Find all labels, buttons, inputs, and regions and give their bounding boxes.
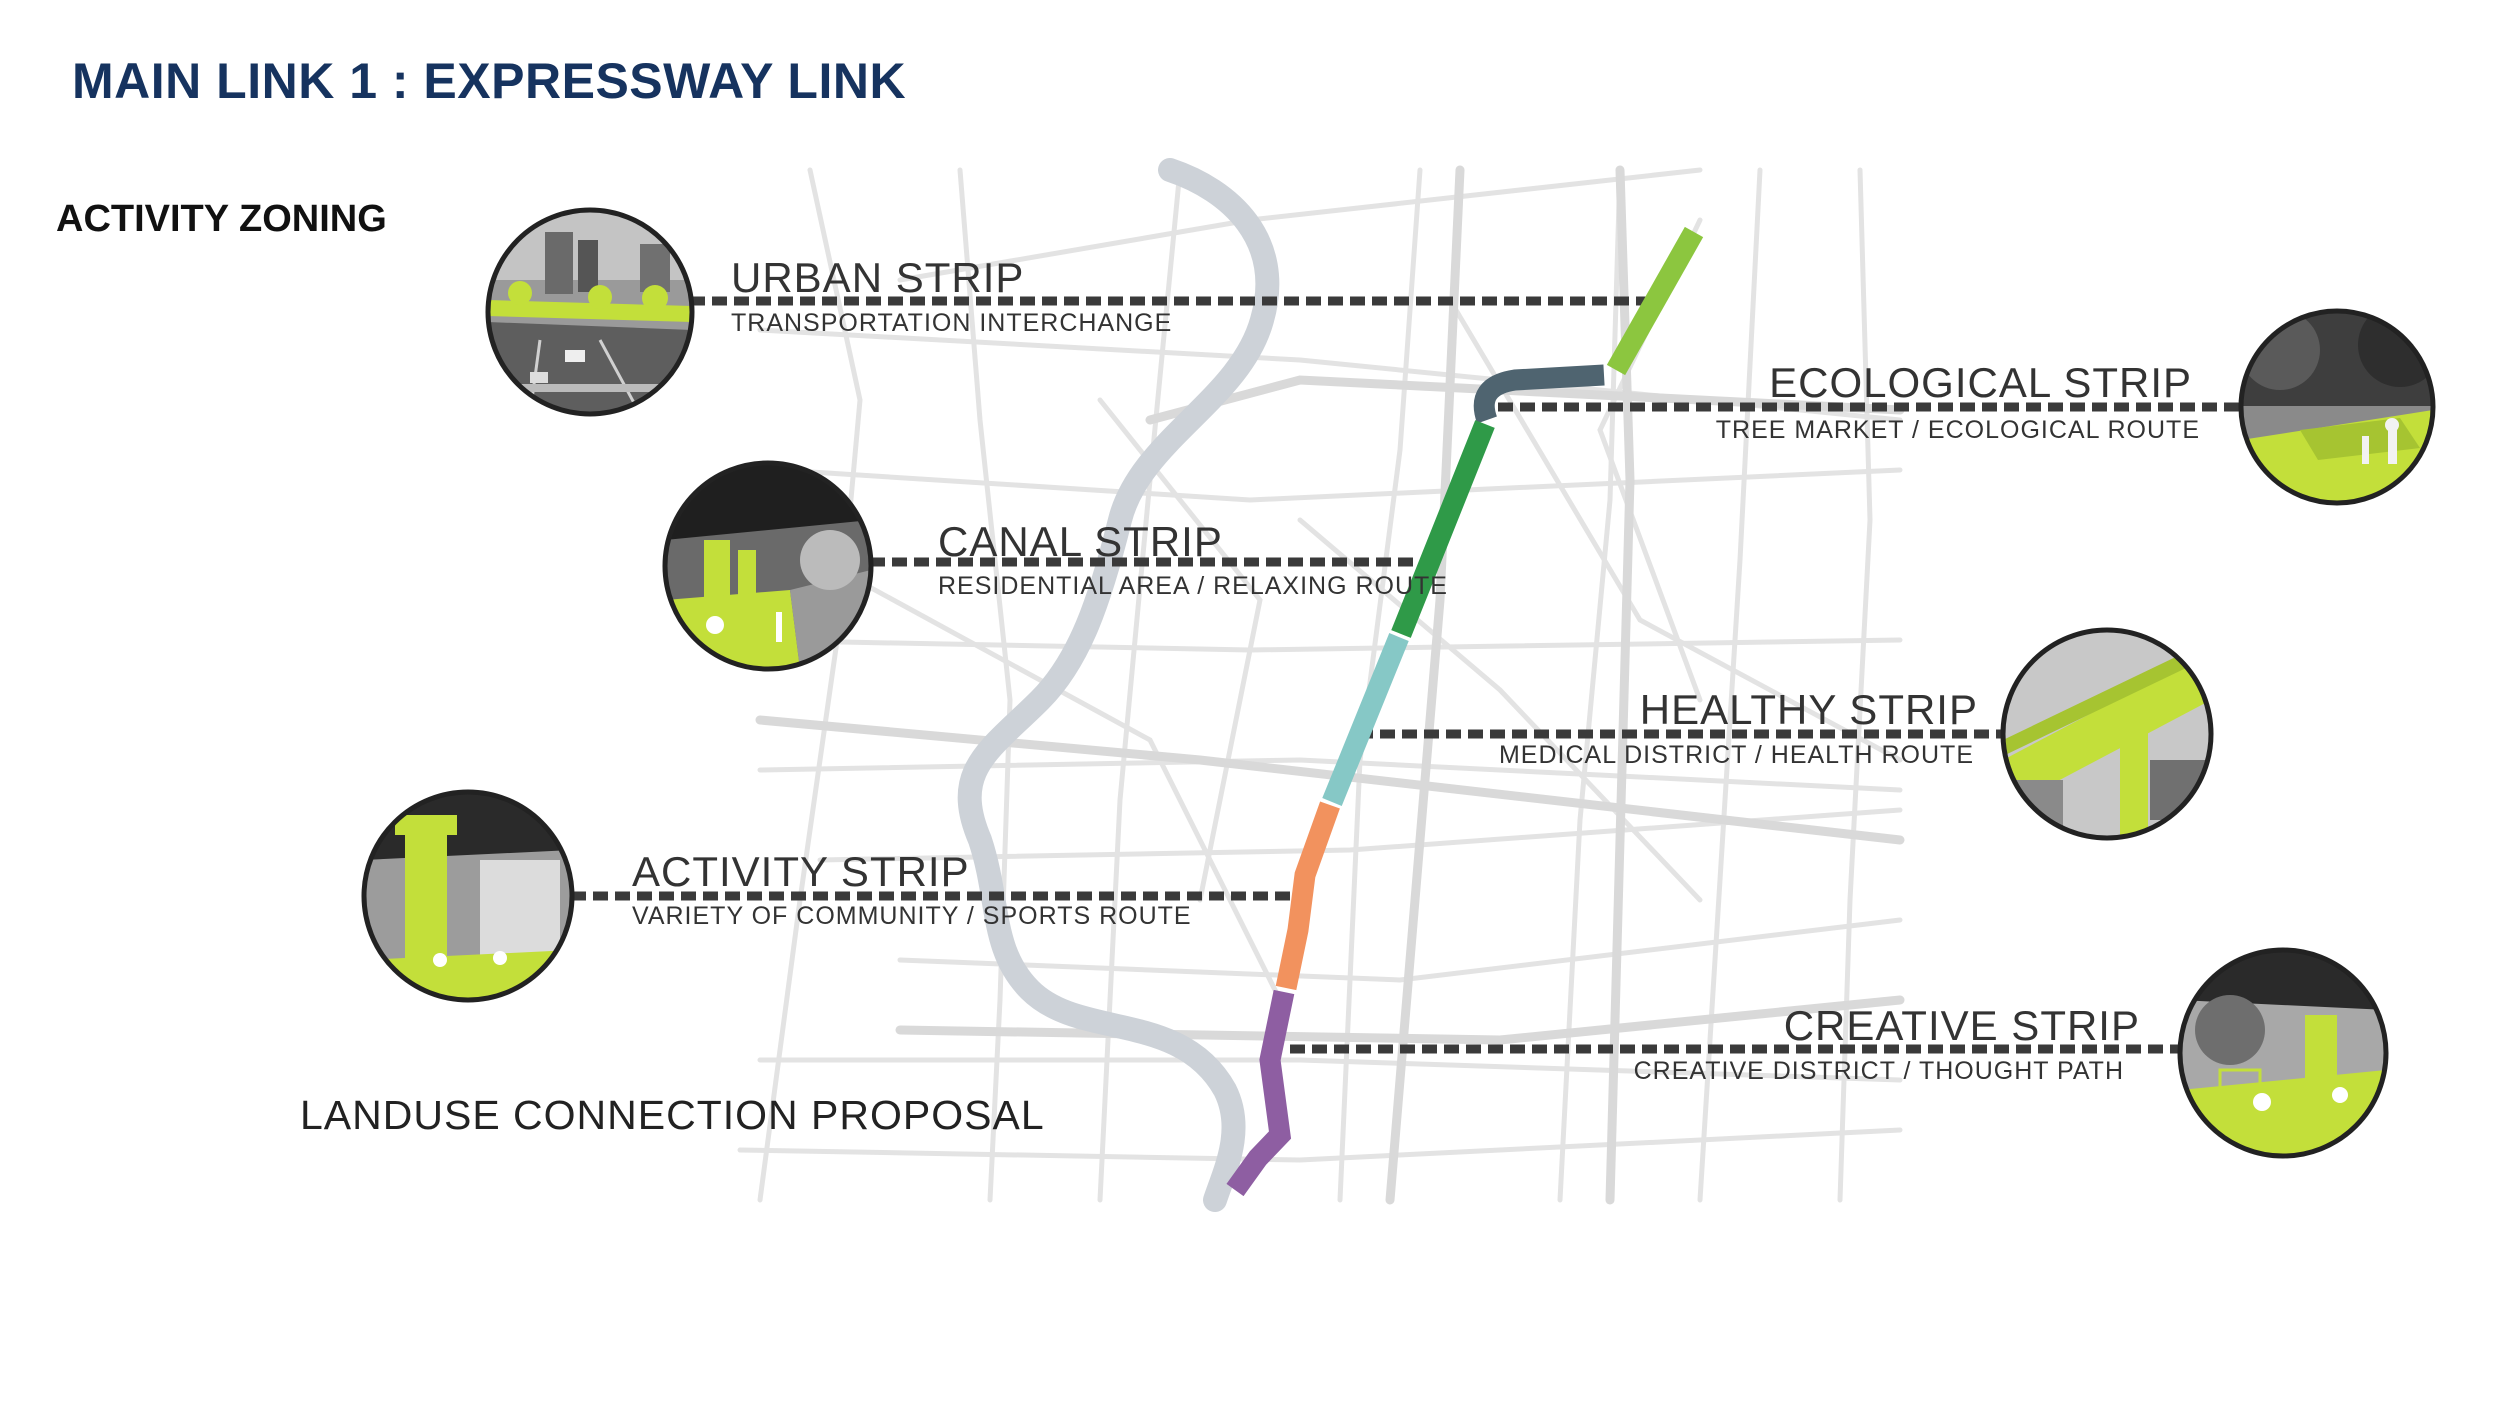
ecological-strip-title: ECOLOGICAL STRIP (1769, 359, 2192, 406)
label-creative-strip: CREATIVE STRIP CREATIVE DISTRICT / THOUG… (1634, 1002, 2140, 1085)
label-activity-strip: ACTIVITY STRIP VARIETY OF COMMUNITY / SP… (632, 848, 1192, 930)
creative-strip-subtitle: CREATIVE DISTRICT / THOUGHT PATH (1634, 1057, 2124, 1085)
leader-lines (571, 296, 2244, 1054)
segment-ecological (1473, 364, 1605, 424)
segment-urban (1606, 226, 1704, 376)
healthy-strip-subtitle: MEDICAL DISTRICT / HEALTH ROUTE (1499, 741, 1974, 769)
photo-creative-strip (2177, 947, 2389, 1159)
urban-strip-title: URBAN STRIP (731, 254, 1024, 301)
expressway-route (1226, 226, 1704, 1197)
segment-canal (1391, 420, 1495, 638)
healthy-strip-title: HEALTHY STRIP (1640, 686, 1978, 733)
creative-strip-title: CREATIVE STRIP (1784, 1002, 2140, 1049)
canal-strip-subtitle: RESIDENTIAL AREA / RELAXING ROUTE (938, 572, 1448, 600)
photo-ecological-strip (2238, 308, 2436, 506)
river (957, 158, 1280, 1212)
segment-activity (1275, 801, 1340, 991)
label-ecological-strip: ECOLOGICAL STRIP TREE MARKET / ECOLOGICA… (1716, 359, 2200, 444)
activity-strip-subtitle: VARIETY OF COMMUNITY / SPORTS ROUTE (632, 902, 1192, 930)
photo-healthy-strip (2000, 627, 2214, 841)
landuse-caption: LANDUSE CONNECTION PROPOSAL (300, 1092, 1045, 1138)
section-title: ACTIVITY ZONING (56, 198, 387, 240)
urban-strip-subtitle: TRANSPORTATION INTERCHANGE (731, 309, 1172, 337)
segment-creative (1226, 989, 1295, 1197)
photo-canal-strip (662, 460, 874, 672)
label-urban-strip: URBAN STRIP TRANSPORTATION INTERCHANGE (731, 254, 1172, 337)
canal-strip-title: CANAL STRIP (938, 518, 1223, 565)
label-canal-strip: CANAL STRIP RESIDENTIAL AREA / RELAXING … (938, 518, 1448, 600)
photo-activity-strip (361, 789, 575, 1003)
label-healthy-strip: HEALTHY STRIP MEDICAL DISTRICT / HEALTH … (1499, 686, 1978, 769)
segment-healthy (1322, 633, 1409, 806)
ecological-strip-subtitle: TREE MARKET / ECOLOGICAL ROUTE (1716, 416, 2200, 444)
activity-strip-title: ACTIVITY STRIP (632, 848, 970, 895)
page-title: MAIN LINK 1 : EXPRESSWAY LINK (72, 53, 907, 109)
photo-urban-strip (485, 207, 695, 417)
